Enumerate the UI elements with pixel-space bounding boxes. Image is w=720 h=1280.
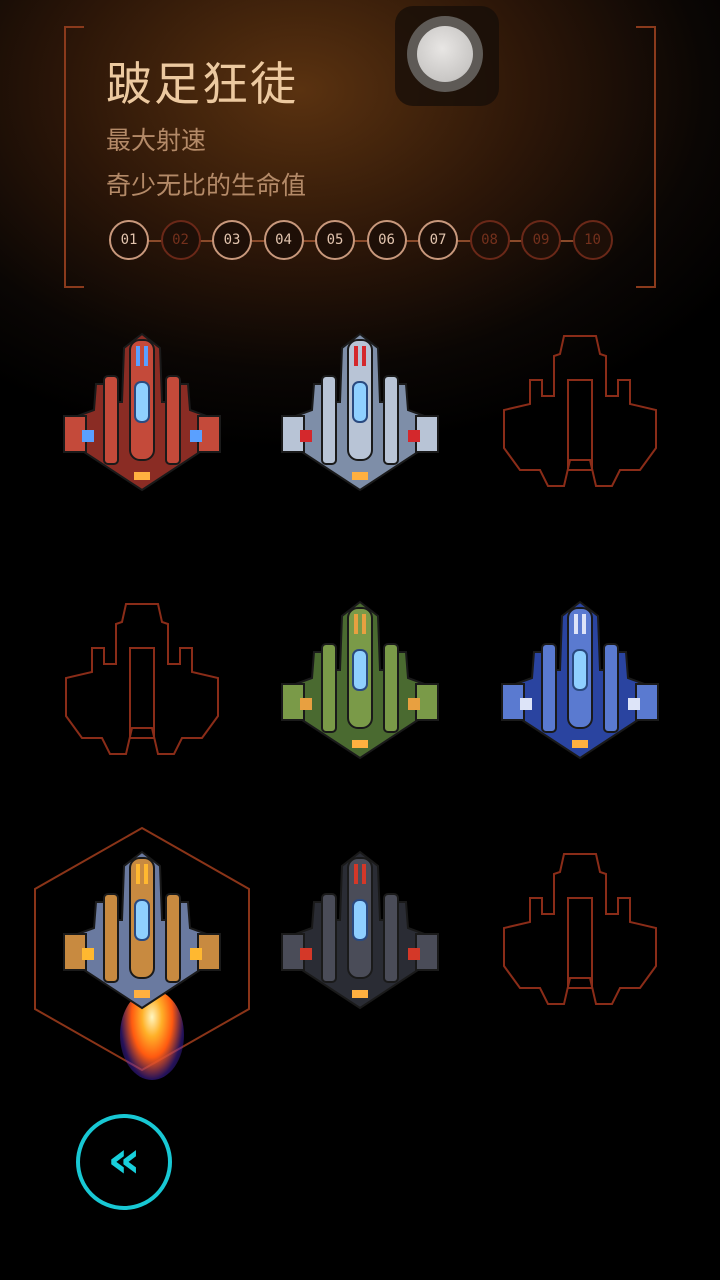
level-marker-05: 05 bbox=[315, 220, 355, 260]
ship-slot-ship-locked-2[interactable] bbox=[42, 588, 242, 788]
level-marker-02: 02 bbox=[160, 220, 201, 260]
ship-slot-ship-green[interactable] bbox=[260, 588, 460, 788]
level-marker-10: 10 bbox=[572, 220, 613, 260]
level-marker-07: 07 bbox=[418, 220, 458, 260]
level-track: 01 02 03 04 05 06 07 08 09 10 bbox=[109, 220, 613, 262]
level-marker-04: 04 bbox=[263, 220, 304, 260]
level-marker-03: 03 bbox=[212, 220, 252, 260]
level-marker-06: 06 bbox=[366, 220, 407, 260]
ship-medic-graphic bbox=[281, 332, 439, 492]
ship-locked-3-outline bbox=[503, 853, 657, 1005]
ship-green-graphic bbox=[281, 600, 439, 760]
double-chevron-left-icon: « bbox=[107, 1130, 141, 1190]
ship-red-graphic bbox=[63, 332, 221, 492]
level-marker-09: 09 bbox=[521, 220, 561, 260]
ship-slot-ship-orange[interactable] bbox=[42, 838, 242, 1038]
level-marker-01: 01 bbox=[109, 220, 149, 260]
ship-blue-graphic bbox=[501, 600, 659, 760]
ship-slot-ship-dark[interactable] bbox=[260, 838, 460, 1038]
ship-dark-graphic bbox=[281, 850, 439, 1010]
ship-slot-ship-blue[interactable] bbox=[480, 588, 680, 788]
ship-slot-ship-locked-3[interactable] bbox=[480, 838, 680, 1038]
level-marker-08: 08 bbox=[469, 220, 510, 260]
thruster-glow bbox=[120, 990, 184, 1080]
panel-bracket-left bbox=[64, 26, 84, 288]
panel-bracket-right bbox=[636, 26, 656, 288]
ship-trait-2: 奇少无比的生命值 bbox=[106, 171, 307, 200]
ship-trait-1: 最大射速 bbox=[106, 126, 207, 155]
ship-slot-ship-red[interactable] bbox=[42, 320, 242, 520]
ship-name: 跛足狂徒 bbox=[106, 57, 298, 111]
ship-info-panel: 跛足狂徒 最大射速 奇少无比的生命值 01 02 03 04 05 06 07 08 09 10 bbox=[64, 26, 656, 288]
ship-locked-1-outline bbox=[503, 335, 657, 487]
ship-orange-graphic bbox=[63, 850, 221, 1010]
assistive-knob bbox=[417, 26, 473, 82]
floating-assistive-button[interactable] bbox=[395, 6, 499, 106]
ship-locked-2-outline bbox=[65, 603, 219, 755]
ship-slot-ship-locked-1[interactable] bbox=[480, 320, 680, 520]
back-button[interactable]: « bbox=[76, 1114, 172, 1210]
ship-slot-ship-medic[interactable] bbox=[260, 320, 460, 520]
level-track-line bbox=[129, 240, 589, 242]
assistive-ring bbox=[407, 16, 483, 92]
